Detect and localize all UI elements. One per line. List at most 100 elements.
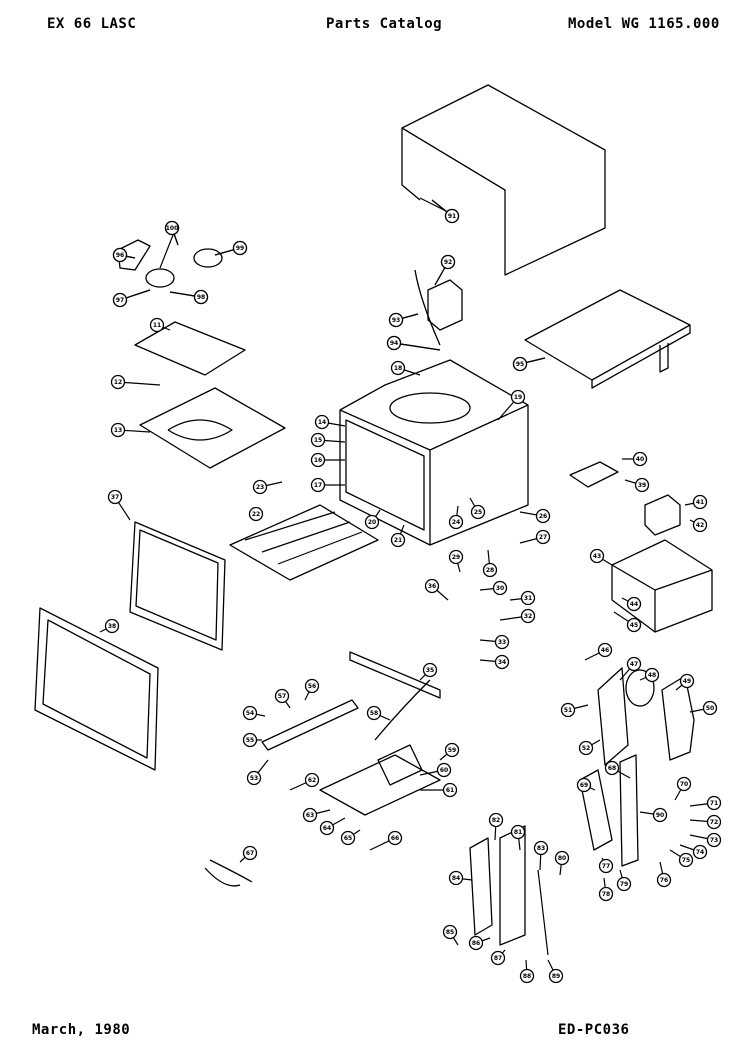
- callout-number: 33: [498, 639, 506, 646]
- callout-bubble: [632, 451, 648, 467]
- callout-number: 94: [390, 340, 398, 347]
- callout-number: 97: [116, 297, 124, 304]
- callout-bubble: [444, 742, 460, 758]
- part-callout: 83: [533, 840, 549, 871]
- callout-number: 58: [370, 710, 378, 717]
- callout-number: 27: [539, 534, 547, 541]
- callout-bubble: [193, 289, 209, 305]
- callout-number: 77: [602, 863, 610, 870]
- callout-bubble: [656, 872, 672, 888]
- part-callout: 53: [246, 759, 269, 786]
- part-callout: 65: [340, 829, 361, 846]
- callout-number: 16: [314, 457, 322, 464]
- part-callout: 94: [386, 335, 441, 351]
- callout-number: 55: [246, 737, 254, 744]
- callout-number: 79: [620, 881, 628, 888]
- callout-bubble: [310, 477, 326, 493]
- callout-bubble: [692, 844, 708, 860]
- callout-number: 75: [682, 857, 690, 864]
- callout-number: 66: [391, 835, 399, 842]
- callout-number: 31: [524, 595, 532, 602]
- part-callout: 99: [214, 240, 248, 256]
- callout-number: 39: [638, 482, 646, 489]
- callout-bubble: [616, 876, 632, 892]
- callout-bubble: [535, 529, 551, 545]
- callout-number: 95: [516, 361, 524, 368]
- callout-bubble: [520, 590, 536, 606]
- callout-number: 37: [111, 494, 119, 501]
- callout-number: 35: [426, 667, 434, 674]
- part-callout: 92: [434, 254, 456, 286]
- part-callout: 67: [239, 845, 258, 863]
- callout-bubble: [366, 705, 382, 721]
- callout-number: 21: [394, 537, 402, 544]
- part-callout: 63: [302, 807, 331, 823]
- callout-bubble: [390, 360, 406, 376]
- callout-bubble: [440, 254, 456, 270]
- document-code: ED-PC036: [558, 1022, 630, 1038]
- part-callout: 37: [107, 489, 131, 521]
- callout-number: 26: [539, 513, 547, 520]
- callout-number: 74: [696, 849, 704, 856]
- part-callout: 95: [512, 356, 546, 372]
- callout-number: 70: [680, 781, 688, 788]
- part-callout: 85: [442, 924, 459, 946]
- part-callout: 57: [274, 688, 291, 709]
- part-callout: 27: [519, 529, 551, 545]
- callout-bubble: [494, 634, 510, 650]
- callout-number: 17: [314, 482, 322, 489]
- blower-motor: [597, 667, 695, 766]
- callout-number: 85: [446, 929, 454, 936]
- mounting-plates: [134, 321, 286, 469]
- callout-bubble: [304, 772, 320, 788]
- callout-number: 52: [582, 745, 590, 752]
- lower-panels: [469, 754, 639, 956]
- fan-assembly: [117, 229, 223, 288]
- callout-bubble: [578, 740, 594, 756]
- callout-number: 41: [696, 499, 704, 506]
- callout-number: 98: [197, 294, 205, 301]
- part-callout: 33: [479, 634, 510, 650]
- callout-number: 51: [564, 707, 572, 714]
- part-callout: 68: [604, 760, 631, 779]
- callout-number: 84: [452, 875, 460, 882]
- part-callout: 25: [469, 497, 486, 520]
- callout-number: 88: [523, 973, 531, 980]
- callout-number: 23: [256, 484, 264, 491]
- callout-bubble: [490, 950, 506, 966]
- part-callout: 19: [497, 389, 526, 421]
- callout-number: 90: [656, 812, 664, 819]
- callout-bubble: [436, 762, 452, 778]
- outer-cabinet: [401, 84, 606, 276]
- part-callout: 21: [390, 524, 406, 548]
- callout-number: 12: [114, 379, 122, 386]
- callout-bubble: [468, 935, 484, 951]
- callout-bubble: [302, 807, 318, 823]
- callout-number: 24: [452, 519, 460, 526]
- callout-number: 69: [580, 782, 588, 789]
- callout-bubble: [386, 335, 402, 351]
- callout-bubble: [242, 705, 258, 721]
- part-callout: 62: [289, 772, 320, 791]
- part-callout: 86: [468, 935, 491, 951]
- part-callout: 43: [589, 548, 613, 566]
- callout-number: 38: [108, 623, 116, 630]
- callout-number: 87: [494, 955, 502, 962]
- part-callout: 35: [419, 662, 438, 681]
- model-number: Model WG 1165.000: [568, 16, 720, 32]
- callout-bubble: [548, 968, 564, 984]
- part-callout: 13: [110, 422, 151, 438]
- callout-number: 56: [308, 683, 316, 690]
- callout-bubble: [164, 220, 180, 236]
- callout-number: 45: [630, 622, 638, 629]
- callout-number: 93: [392, 317, 400, 324]
- part-callout: 32: [499, 608, 536, 624]
- callout-number: 60: [440, 767, 448, 774]
- callout-bubble: [535, 508, 551, 524]
- part-callout: 77: [598, 857, 614, 874]
- callout-bubble: [482, 562, 498, 578]
- callout-bubble: [304, 678, 320, 694]
- callout-bubble: [424, 578, 440, 594]
- callout-bubble: [598, 858, 614, 874]
- part-callout: 88: [519, 959, 535, 984]
